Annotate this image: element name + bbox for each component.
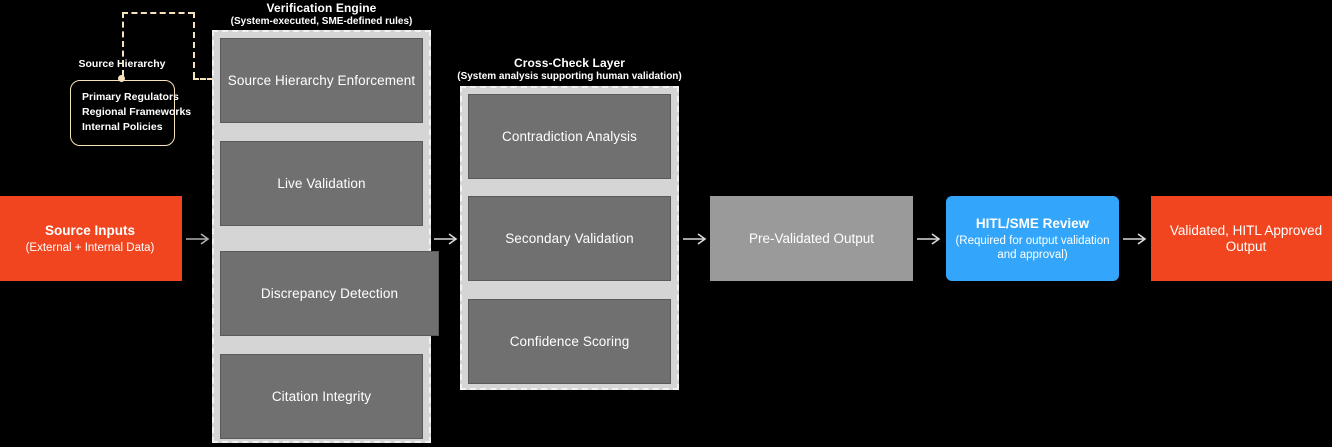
pre-validated-output-title: Pre-Validated Output xyxy=(748,230,875,246)
source-hierarchy-connector-entry xyxy=(193,78,213,80)
pre-validated-output-box[interactable]: Pre-Validated Output xyxy=(710,196,913,281)
verification-step-live-validation[interactable]: Live Validation xyxy=(220,141,423,226)
final-output-box[interactable]: Validated, HITL Approved Output xyxy=(1151,196,1332,281)
hitl-sme-review-subtitle: (Required for output validation and appr… xyxy=(955,234,1110,261)
source-hierarchy-connector-vertical-left xyxy=(122,12,124,76)
hitl-sme-review-box[interactable]: HITL/SME Review (Required for output val… xyxy=(946,196,1119,281)
source-hierarchy-item: Regional Frameworks xyxy=(82,106,192,118)
cross-check-layer-title: Cross-Check Layer xyxy=(513,56,626,70)
arrow-crosscheck-to-prevalidated xyxy=(683,233,707,245)
final-output-title: Validated, HITL Approved Output xyxy=(1169,222,1323,254)
source-hierarchy-connector-horizontal xyxy=(122,12,194,14)
source-inputs-box[interactable]: Source Inputs (External + Internal Data) xyxy=(0,196,182,281)
source-hierarchy-connector-dot xyxy=(118,75,125,82)
source-hierarchy-item: Primary Regulators xyxy=(82,91,179,103)
arrow-verification-to-crosscheck xyxy=(434,233,458,245)
arrow-source-inputs-to-verification xyxy=(186,233,210,245)
source-hierarchy-note: Primary Regulators Regional Frameworks I… xyxy=(70,80,192,146)
crosscheck-step-confidence-scoring[interactable]: Confidence Scoring xyxy=(468,299,671,384)
source-inputs-subtitle: (External + Internal Data) xyxy=(25,241,155,254)
verification-engine-subtitle: (System-executed, SME-defined rules) xyxy=(230,16,413,27)
crosscheck-step-secondary-validation[interactable]: Secondary Validation xyxy=(468,196,671,281)
source-hierarchy-connector-vertical-right xyxy=(193,12,195,78)
verification-step-citation-integrity[interactable]: Citation Integrity xyxy=(220,354,423,439)
hitl-sme-review-title: HITL/SME Review xyxy=(975,215,1090,231)
verification-step-source-hierarchy-enforcement[interactable]: Source Hierarchy Enforcement xyxy=(220,38,423,123)
source-hierarchy-item: Internal Policies xyxy=(82,121,163,133)
arrow-hitl-to-final-output xyxy=(1123,233,1147,245)
cross-check-layer-subtitle: (System analysis supporting human valida… xyxy=(457,71,682,82)
arrow-prevalidated-to-hitl xyxy=(917,233,941,245)
verification-engine-title: Verification Engine xyxy=(266,1,377,15)
verification-step-discrepancy-detection[interactable]: Discrepancy Detection xyxy=(220,251,439,336)
source-inputs-title: Source Inputs xyxy=(44,222,135,238)
crosscheck-step-contradiction-analysis[interactable]: Contradiction Analysis xyxy=(468,94,671,179)
